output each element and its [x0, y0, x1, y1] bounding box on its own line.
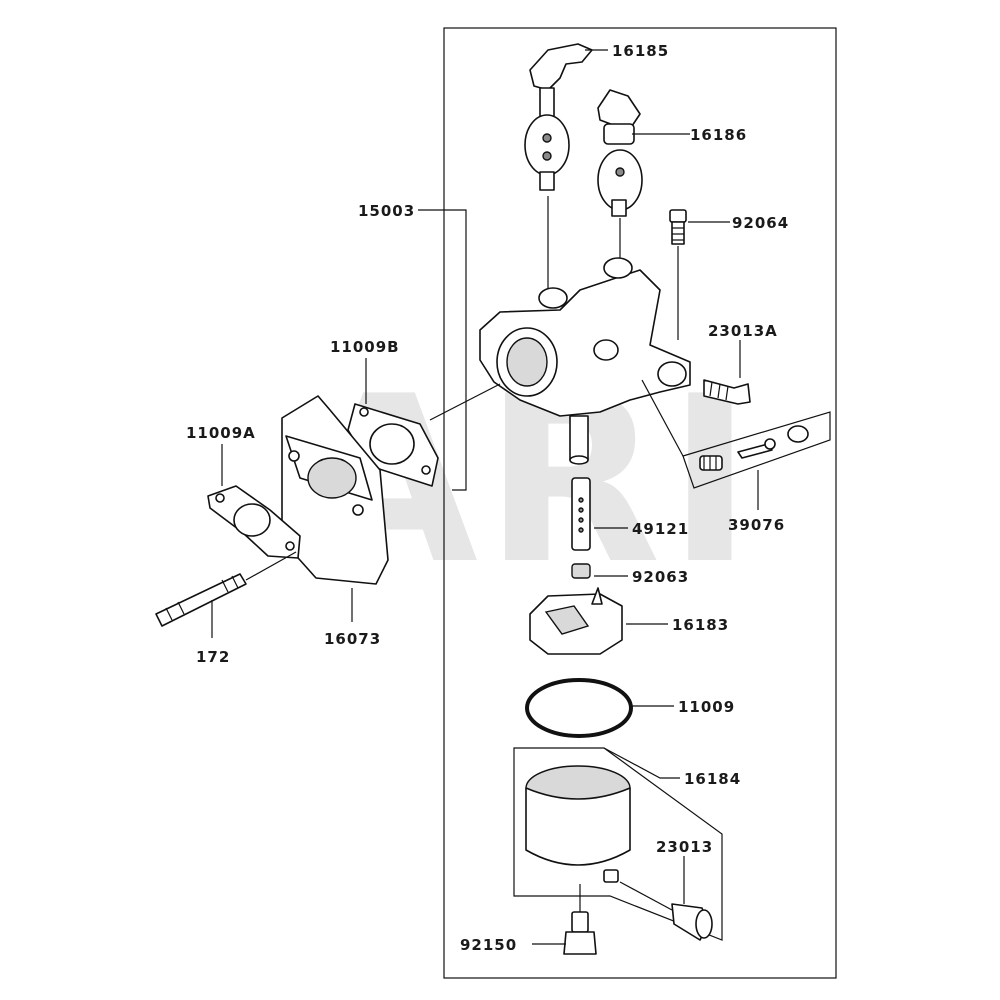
label-11009b: 11009B [330, 338, 400, 356]
part-23013-drain-screw[interactable] [671, 903, 713, 941]
part-39076-pilot-screw-kit[interactable] [682, 411, 831, 489]
part-16183-float[interactable] [529, 587, 623, 655]
label-16184: 16184 [684, 770, 741, 788]
part-15003-carburetor-body[interactable] [479, 257, 691, 465]
carburetor-assembly-frame [443, 27, 837, 979]
label-16186: 16186 [690, 126, 747, 144]
label-23013: 23013 [656, 838, 713, 856]
part-16073-insulator[interactable] [281, 395, 389, 585]
label-16185: 16185 [612, 42, 669, 60]
part-92063-main-jet[interactable] [571, 563, 591, 579]
label-15003: 15003 [358, 202, 415, 220]
label-23013a: 23013A [708, 322, 778, 340]
part-16185-choke-shaft[interactable] [524, 43, 593, 191]
label-92064: 92064 [732, 214, 789, 232]
part-11009-o-ring[interactable] [525, 678, 633, 738]
part-16186-throttle-shaft[interactable] [597, 89, 643, 217]
part-49121-emulsion-tube[interactable] [571, 477, 591, 551]
label-16073: 16073 [324, 630, 381, 648]
part-92064-screw[interactable] [669, 209, 687, 245]
label-92063: 92063 [632, 568, 689, 586]
label-92150: 92150 [460, 936, 517, 954]
part-172-stud[interactable] [155, 573, 247, 627]
part-11009a-gasket[interactable] [207, 485, 301, 559]
part-16184-float-bowl[interactable] [513, 747, 723, 941]
label-11009: 11009 [678, 698, 735, 716]
label-11009a: 11009A [186, 424, 256, 442]
label-39076: 39076 [728, 516, 785, 534]
part-92150-bolt[interactable] [563, 911, 597, 955]
label-172: 172 [196, 648, 230, 666]
label-49121: 49121 [632, 520, 689, 538]
label-16183: 16183 [672, 616, 729, 634]
part-23013a-adjust-screw[interactable] [703, 379, 751, 405]
